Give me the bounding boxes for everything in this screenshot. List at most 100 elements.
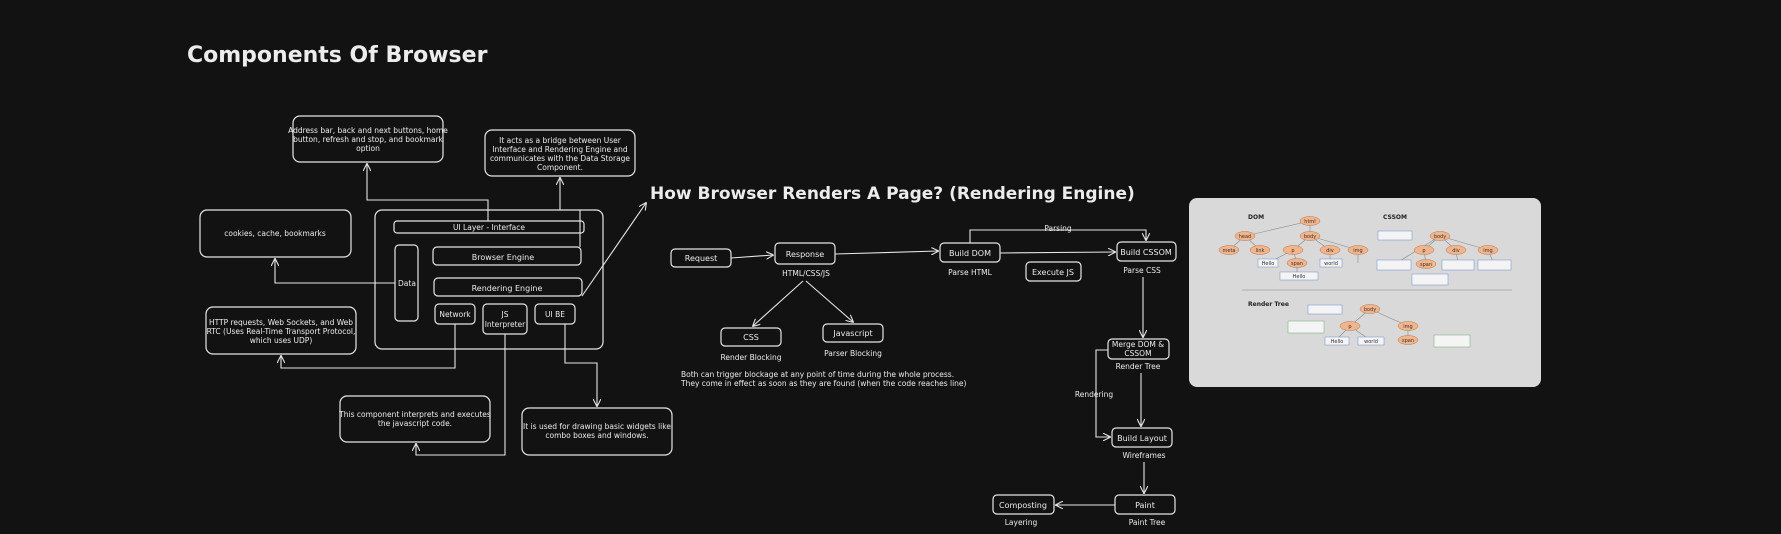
browser-engine-box (432, 246, 582, 266)
execute-js-label: Execute JS (1032, 268, 1074, 277)
arrow-network-note (281, 324, 456, 369)
data-note-box (199, 209, 352, 258)
js-note-1: This component interprets and executes (338, 410, 491, 419)
ui-be-box (534, 303, 576, 325)
build-cssom-label: Build CSSOM (1120, 248, 1172, 257)
arrow-ui-be-note (564, 324, 597, 406)
browser-engine-note-4: Component. (537, 163, 583, 172)
build-dom-label: Build DOM (949, 249, 991, 258)
build-cssom-box (1116, 241, 1177, 262)
svg-text:body: body (1304, 234, 1316, 240)
parsing-label: Parsing (1044, 224, 1072, 233)
cssom-heading: CSSOM (1383, 214, 1407, 221)
data-note: cookies, cache, bookmarks (224, 229, 326, 238)
merge-caption: Render Tree (1116, 362, 1161, 371)
render-tree-edges (1335, 308, 1409, 341)
paint-caption: Paint Tree (1129, 518, 1166, 527)
ui-layer-note-1: Address bar, back and next buttons, home (288, 126, 448, 135)
paint-label: Paint (1135, 501, 1155, 510)
blocking-note-1: Both can trigger blockage at any point o… (681, 370, 954, 379)
svg-text:span: span (1291, 261, 1303, 267)
arrow-parsing (969, 229, 1146, 243)
svg-text:world: world (1324, 261, 1338, 267)
arrow-js-note (416, 334, 506, 456)
ui-be-note-2: combo boxes and windows. (545, 431, 648, 440)
browser-engine-label: Browser Engine (472, 253, 534, 262)
arrow-request-response (730, 255, 773, 258)
css-label: CSS (743, 333, 759, 342)
css-caption: Render Blocking (721, 353, 782, 362)
merge-label-1: Merge DOM & (1112, 340, 1164, 349)
browser-container-box (374, 209, 604, 350)
js-note-2: the javascript code. (378, 419, 452, 428)
svg-text:world: world (1364, 339, 1378, 345)
render-tree-heading: Render Tree (1248, 301, 1289, 308)
build-layout-label: Build Layout (1117, 434, 1167, 443)
browser-engine-note-1: It acts as a bridge between User (499, 136, 622, 145)
arrow-dom-cssom (999, 252, 1115, 253)
svg-text:head: head (1239, 234, 1251, 240)
ui-be-note-box (521, 407, 673, 456)
js-note-box (339, 395, 491, 443)
arrow-browser-engine-note (560, 178, 581, 247)
network-note-3: which uses UDP) (250, 336, 313, 345)
svg-text:body: body (1364, 307, 1376, 313)
javascript-label: Javascript (832, 329, 872, 338)
javascript-caption: Parser Blocking (824, 349, 882, 358)
dom-tree-edges (1228, 220, 1359, 276)
merge-box (1107, 338, 1170, 360)
execute-js-box (1025, 261, 1082, 282)
network-label: Network (439, 310, 471, 319)
svg-text:img: img (1483, 248, 1492, 254)
ui-be-note-1: It is used for drawing basic widgets lik… (523, 422, 671, 431)
arrow-response-javascript (805, 280, 853, 322)
svg-text:p: p (1422, 248, 1425, 254)
svg-text:p: p (1348, 324, 1351, 330)
compositing-label: Composting (999, 501, 1047, 510)
ui-layer-box (393, 220, 585, 234)
svg-text:div: div (1452, 248, 1460, 254)
browser-engine-note-2: Interface and Rendering Engine and (492, 145, 628, 154)
response-caption: HTML/CSS/JS (782, 269, 830, 278)
svg-text:div: div (1326, 248, 1334, 254)
arrow-response-css (753, 280, 804, 326)
build-dom-caption: Parse HTML (948, 268, 992, 277)
rendering-engine-box (433, 277, 583, 297)
data-label: Data (398, 279, 416, 288)
cssom-tree-nodes: body p div img span (1376, 230, 1512, 286)
rendering-engine-label: Rendering Engine (472, 284, 543, 293)
compositing-caption: Layering (1005, 518, 1038, 527)
build-layout-box (1111, 427, 1173, 448)
svg-text:Hello: Hello (1293, 274, 1306, 280)
network-note-2: RTC (Uses Real-Time Transport Protocol, (207, 327, 356, 336)
rendering-label: Rendering (1075, 390, 1114, 399)
svg-text:span: span (1402, 338, 1414, 344)
svg-text:html: html (1304, 219, 1315, 225)
network-note-box (205, 306, 357, 355)
dom-cssom-render-tree-image: DOM CSSOM Render Tree html head body met… (1189, 198, 1541, 387)
render-tree-nodes: body p img Hello world span (1287, 304, 1471, 348)
svg-text:link: link (1256, 248, 1265, 254)
js-interpreter-label-1: JS (501, 310, 509, 319)
js-interpreter-box (482, 303, 528, 335)
svg-text:p: p (1291, 248, 1294, 254)
dom-tree-nodes: html head body meta link p div img span … (1218, 216, 1369, 281)
arrow-rendering-loop (1095, 349, 1110, 437)
rendering-title: How Browser Renders A Page? (Rendering E… (650, 184, 1135, 204)
arrow-ui-layer-note (367, 164, 489, 221)
svg-text:img: img (1353, 248, 1362, 254)
response-label: Response (786, 250, 825, 259)
arrow-response-dom (834, 251, 938, 254)
compositing-box (992, 494, 1055, 515)
javascript-box (822, 323, 884, 343)
ui-layer-note-3: option (356, 144, 380, 153)
arrow-rendering-engine-title (581, 203, 646, 297)
ui-be-label: UI BE (545, 310, 565, 319)
blocking-note-2: They come in effect as soon as they are … (680, 379, 967, 388)
request-label: Request (685, 254, 718, 263)
js-interpreter-label-2: Interpreter (485, 320, 526, 329)
arrow-data-note (275, 259, 395, 284)
image-panel-background (1189, 198, 1541, 387)
page-title: Components Of Browser (187, 43, 488, 68)
